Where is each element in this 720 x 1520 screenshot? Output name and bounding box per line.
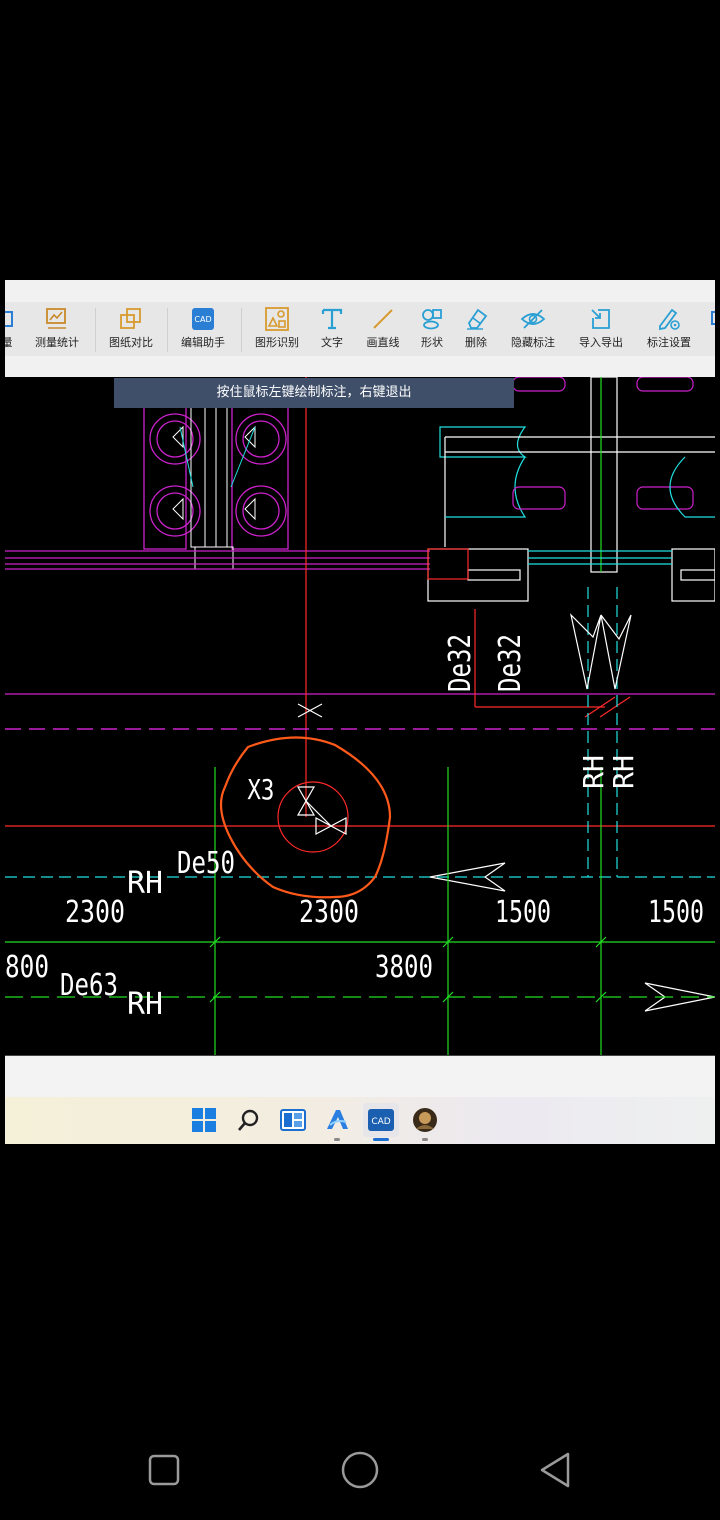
edit-assistant-icon: CAD — [192, 308, 214, 330]
toolbar-separator — [241, 308, 242, 352]
tool-import-export[interactable]: 导入导出 — [575, 306, 627, 354]
status-bar — [5, 1055, 715, 1078]
tool-hide-annotation[interactable]: 隐藏标注 — [507, 306, 559, 354]
tool-drawing-compare[interactable]: 图纸对比 — [103, 306, 159, 354]
shape-icon — [422, 309, 442, 330]
label-rh-2: RH — [127, 987, 163, 1022]
cyan-pipes — [5, 587, 715, 878]
measure-stats-icon — [46, 308, 66, 329]
windows-taskbar: CAD — [5, 1097, 715, 1144]
dimension-labels: X3 De50 RH 2300 2300 1500 1500 800 3800 … — [5, 634, 704, 1022]
tool-edit-assistant[interactable]: CAD 编辑助手 — [175, 306, 231, 354]
avatar-app-icon — [413, 1108, 437, 1132]
label-rh-1: RH — [127, 866, 163, 901]
label-1500-a: 1500 — [495, 895, 551, 930]
tool-draw-line[interactable]: 画直线 — [363, 306, 403, 354]
shape-recognition-icon — [265, 307, 289, 331]
label-1500-b: 1500 — [648, 895, 704, 930]
eraser-icon — [467, 308, 488, 330]
tool-text[interactable]: 文字 — [317, 306, 347, 354]
task-view-icon — [280, 1109, 306, 1131]
svg-text:CAD: CAD — [371, 1117, 390, 1127]
partial-icon — [711, 311, 715, 325]
tool-annotation-settings[interactable]: 标注设置 — [643, 306, 695, 354]
label-de50: De50 — [177, 846, 235, 881]
tool-partial[interactable]: 量 — [5, 306, 17, 354]
tool-delete[interactable]: 删除 — [461, 306, 491, 354]
svg-text:CAD: CAD — [194, 315, 211, 324]
hide-annotation-icon — [520, 309, 546, 329]
magenta-mains — [5, 550, 715, 695]
label-de32-a: De32 — [443, 634, 478, 692]
fixture-valves-left — [172, 401, 256, 570]
taskbar-avatar-app[interactable] — [410, 1105, 440, 1141]
windows-start-button[interactable] — [189, 1105, 219, 1135]
label-2300-a: 2300 — [65, 895, 125, 930]
toolbar: 量 测量统计 图纸对比 CAD 编辑助手 — [5, 280, 715, 377]
partial-icon — [5, 311, 13, 327]
tool-measure-stats[interactable]: 测量统计 — [29, 306, 85, 354]
fixture-group-right — [427, 377, 715, 602]
search-icon — [238, 1109, 259, 1131]
label-rh-vertical-2: RH — [607, 755, 640, 789]
cad-canvas[interactable]: X3 De50 RH 2300 2300 1500 1500 800 3800 … — [5, 377, 715, 1055]
taskbar-app-a[interactable] — [322, 1105, 352, 1141]
drawing-hint-banner: 按住鼠标左键绘制标注，右键退出 — [114, 378, 514, 408]
tool-shape[interactable]: 形状 — [417, 306, 447, 354]
drawing-compare-icon — [120, 308, 141, 329]
recent-apps-icon[interactable] — [144, 1450, 184, 1490]
import-export-icon — [591, 309, 610, 329]
taskbar-search-button[interactable] — [234, 1105, 264, 1135]
label-de32-b: De32 — [493, 634, 528, 692]
home-icon[interactable] — [340, 1450, 380, 1490]
label-2300-b: 2300 — [299, 895, 359, 930]
toolbar-strip — [5, 302, 715, 356]
app-a-icon — [327, 1110, 348, 1129]
text-icon — [321, 308, 343, 330]
green-grid — [5, 767, 715, 1055]
tool-shape-recognition[interactable]: 图形识别 — [249, 306, 305, 354]
draw-line-icon — [373, 309, 393, 329]
toolbar-separator — [167, 308, 168, 352]
taskbar-task-view-button[interactable] — [278, 1105, 308, 1135]
label-3800: 3800 — [375, 950, 433, 985]
windows-start-icon — [192, 1108, 216, 1132]
freehand-annotation[interactable] — [219, 736, 392, 899]
fixture-group-left — [143, 406, 289, 550]
app-screen: 量 测量统计 图纸对比 CAD 编辑助手 — [5, 280, 715, 1144]
red-pipes — [5, 377, 715, 827]
taskbar-cad-app[interactable]: CAD — [363, 1103, 399, 1141]
label-rh-vertical-1: RH — [577, 755, 610, 789]
toolbar-separator — [95, 308, 96, 352]
valve-assembly — [277, 703, 349, 853]
status-bar-lower — [5, 1077, 715, 1097]
label-x3: X3 — [247, 772, 274, 805]
tool-more[interactable] — [709, 306, 715, 354]
cad-app-icon: CAD — [368, 1109, 394, 1131]
back-icon[interactable] — [536, 1450, 576, 1490]
label-de63: De63 — [60, 968, 118, 1003]
label-800: 800 — [5, 950, 49, 985]
android-nav-bar — [0, 1420, 720, 1520]
annotation-settings-icon — [659, 308, 680, 331]
